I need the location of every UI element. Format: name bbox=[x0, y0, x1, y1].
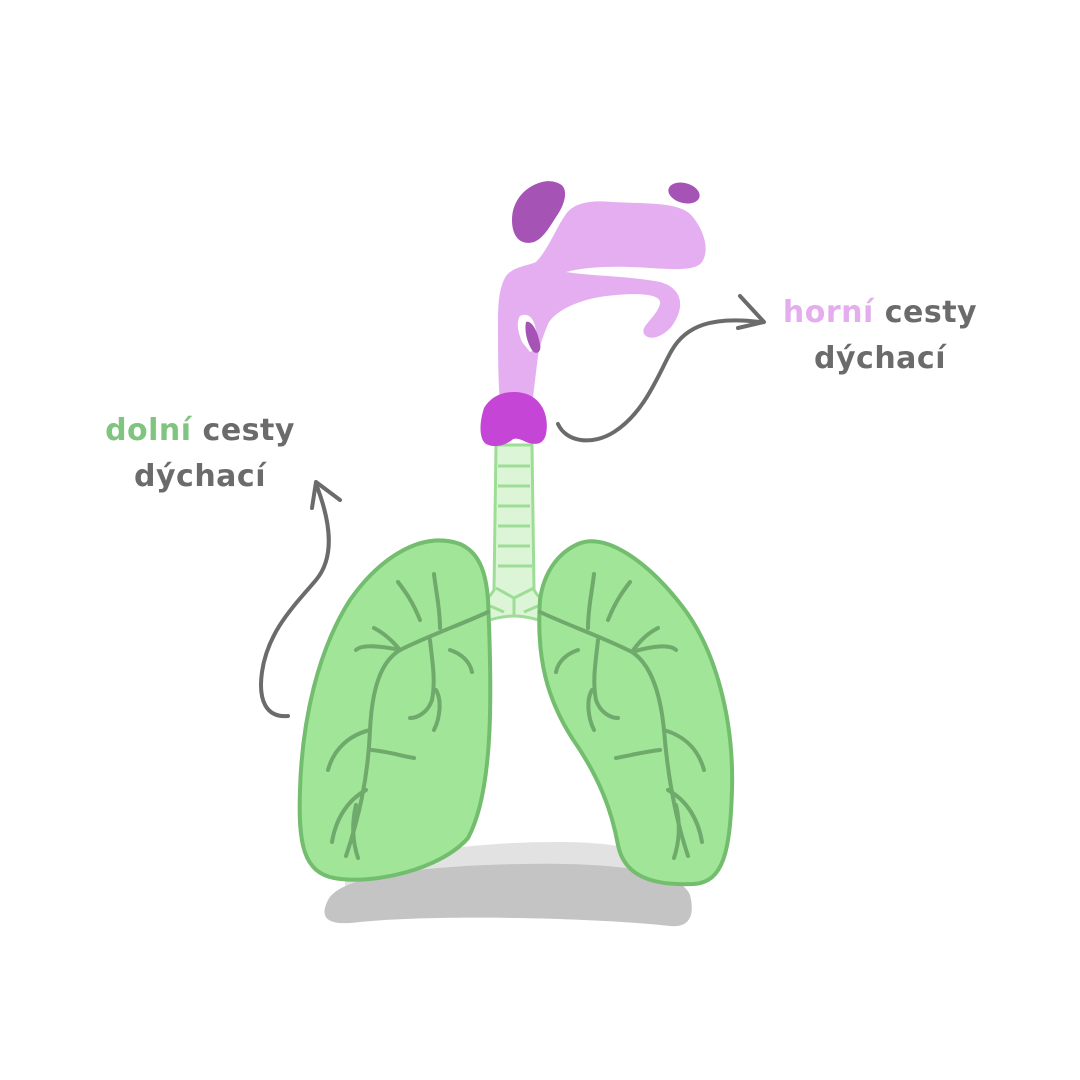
right-lung bbox=[537, 539, 735, 887]
arrow-upper-head bbox=[736, 294, 766, 330]
upper-label-line1: horní cesty bbox=[760, 290, 1000, 336]
trachea-rings bbox=[489, 464, 539, 616]
sinuses bbox=[512, 181, 700, 353]
right-lung-shape bbox=[537, 539, 735, 887]
upper-label-accent: horní bbox=[782, 295, 874, 330]
lower-label-line2: dýchací bbox=[134, 459, 266, 494]
lower-airways-label: dolní cesty dýchací bbox=[80, 408, 320, 500]
sphenoid-sinus bbox=[668, 182, 700, 204]
tonsil bbox=[525, 321, 541, 353]
upper-airways-label: horní cesty dýchací bbox=[760, 290, 1000, 382]
lower-label-accent: dolní bbox=[105, 413, 192, 448]
arrow-upper bbox=[556, 294, 766, 443]
larynx bbox=[480, 392, 547, 447]
larynx-shape bbox=[480, 392, 547, 447]
lower-label-rest: cesty bbox=[202, 413, 295, 448]
left-bronchi bbox=[326, 572, 490, 860]
upper-label-rest: cesty bbox=[884, 295, 978, 330]
arrow-lower bbox=[259, 480, 342, 719]
arrow-lower-curve bbox=[259, 482, 331, 719]
nasal-cavity bbox=[498, 201, 706, 404]
left-lung-shape bbox=[297, 538, 493, 882]
arrow-upper-curve bbox=[556, 318, 762, 443]
right-bronchi bbox=[538, 572, 706, 860]
upper-label-line2: dýchací bbox=[814, 341, 946, 376]
frontal-sinus bbox=[512, 181, 566, 243]
diaphragm-shadow bbox=[324, 863, 692, 927]
arrow-lower-head bbox=[310, 480, 342, 510]
lower-label-line1: dolní cesty bbox=[80, 408, 320, 454]
left-lung bbox=[297, 538, 493, 882]
